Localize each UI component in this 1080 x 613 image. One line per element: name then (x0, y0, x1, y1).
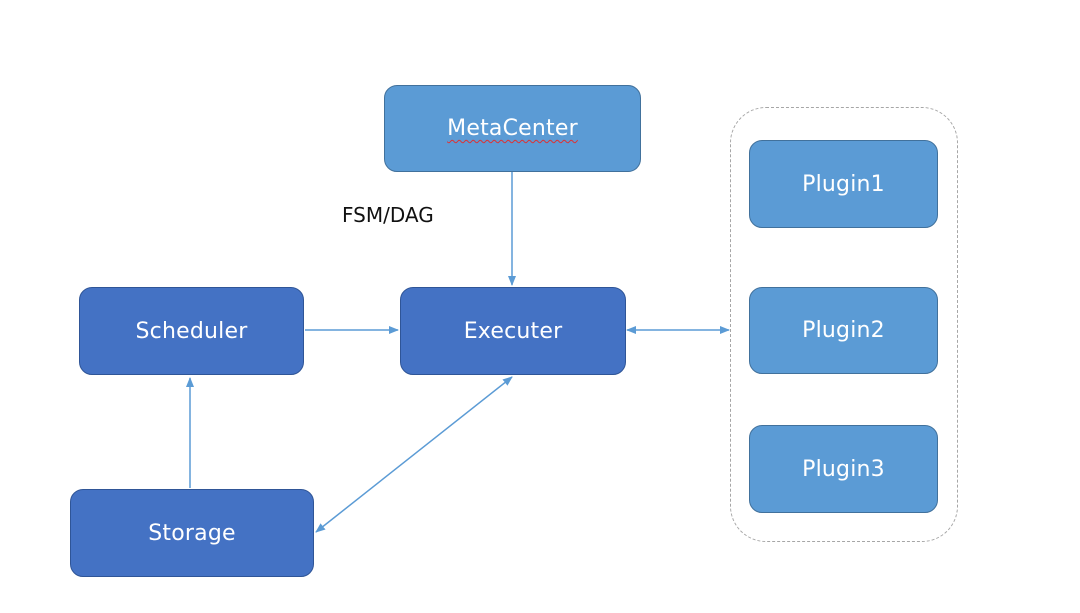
node-plugin3-label: Plugin3 (802, 456, 885, 482)
edge-label-fsm-dag: FSM/DAG (342, 203, 434, 227)
node-storage: Storage (70, 489, 314, 577)
node-plugin3: Plugin3 (749, 425, 938, 513)
node-scheduler: Scheduler (79, 287, 304, 375)
node-plugin2-label: Plugin2 (802, 318, 885, 343)
node-metacenter-label: MetaCenter (447, 116, 578, 141)
plugin-group (730, 107, 958, 542)
node-scheduler-label: Scheduler (135, 318, 248, 344)
node-storage-label: Storage (148, 520, 236, 546)
node-plugin2: Plugin2 (749, 287, 938, 374)
node-plugin1-label: Plugin1 (802, 171, 885, 197)
node-plugin1: Plugin1 (749, 140, 938, 228)
node-executer-label: Executer (463, 318, 563, 344)
node-metacenter: MetaCenter (384, 85, 641, 172)
node-executer: Executer (400, 287, 626, 375)
edge-executer-storage (315, 376, 513, 533)
